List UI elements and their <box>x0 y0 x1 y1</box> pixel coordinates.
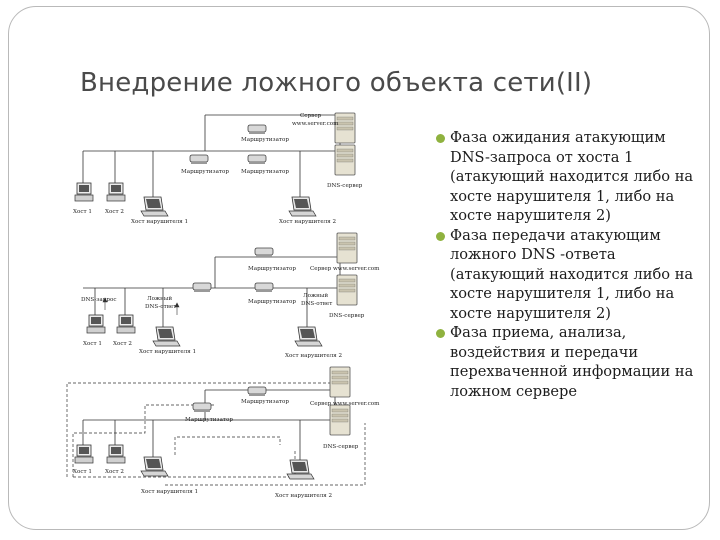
bullet-dot-icon <box>436 231 445 241</box>
phase1-router-a-label: Маршрутизатор <box>241 137 289 143</box>
phase2-router-a-label: Маршрутизатор <box>248 266 296 272</box>
phase1-dns-label: DNS-сервер <box>327 183 363 189</box>
phase1-diagram <box>82 114 341 201</box>
phase2-intruder1-label: Хост нарушителя 1 <box>139 349 196 355</box>
phase1-host2-icon <box>106 182 126 202</box>
bullet-text: Фаза приема, анализа, воздействия и пере… <box>450 324 694 400</box>
phase1-host1-label: Хост 1 <box>73 209 92 215</box>
phase1-host1-icon <box>74 182 94 202</box>
phase1-intruder2-label: Хост нарушителя 2 <box>279 219 336 225</box>
phase1-router-b-label: Маршрутизатор <box>181 169 229 175</box>
phase1-router-icon <box>247 154 267 165</box>
phase2-request-arrows <box>102 297 180 315</box>
phase1-router-icon <box>247 124 267 135</box>
phase2-host1-icon <box>86 314 106 334</box>
phase2-dns-label: DNS-сервер <box>329 313 365 319</box>
phase3-dns-server-icon <box>329 404 351 436</box>
phase2-router-icon <box>254 282 274 293</box>
phase1-server-icon <box>334 112 356 144</box>
bullet-dot-icon <box>436 329 445 338</box>
phase2-host2-label: Хост 2 <box>113 341 132 347</box>
phase2-dns-server-icon <box>336 274 358 306</box>
slide-title: Внедрение ложного объекта сети(II) <box>80 68 593 98</box>
phase1-intruder1-icon <box>140 196 169 217</box>
phase2-server-icon <box>336 232 358 264</box>
phase3-server-label: Сервер www.server.com <box>310 401 380 407</box>
phase2-dns-request-label: DNS-запрос <box>81 297 117 303</box>
bullet-text: Фаза ожидания атакующим DNS-запроса от х… <box>450 129 694 224</box>
bullet-list: Фаза ожидания атакующим DNS-запроса от х… <box>436 128 696 401</box>
phase2-host1-label: Хост 1 <box>83 341 102 347</box>
phase3-router-b-label: Маршрутизатор <box>185 417 233 423</box>
phase3-intruder1-icon <box>140 456 169 477</box>
phase3-intruder2-icon <box>286 459 315 480</box>
slide-frame <box>8 6 710 530</box>
phase2-router-icon <box>192 282 212 293</box>
phase3-host1-icon <box>74 444 94 464</box>
phase1-host2-label: Хост 2 <box>105 209 124 215</box>
network-diagram: Сервер www.server.com Маршрутизатор Марш… <box>66 112 380 499</box>
phase2-fake-dns-label: DNS-ответ <box>301 301 332 307</box>
phase2-fake-dns-label: DNS-ответ <box>145 304 176 310</box>
phase3-router-icon <box>247 386 267 397</box>
phase3-intruder1-label: Хост нарушителя 1 <box>141 489 198 495</box>
phase2-intruder1-icon <box>152 326 181 347</box>
phase2-server-label: Сервер www.server.com <box>310 266 380 272</box>
phase3-router-a-label: Маршрутизатор <box>241 399 289 405</box>
bullet-item: Фаза приема, анализа, воздействия и пере… <box>436 323 696 401</box>
phase3-server-icon <box>329 366 351 398</box>
phase2-intruder2-icon <box>294 326 323 347</box>
phase2-router-icon <box>254 247 274 258</box>
bullet-item: Фаза ожидания атакующим DNS-запроса от х… <box>436 128 696 226</box>
phase2-fake-dns-label: Ложный <box>303 293 328 299</box>
phase3-intruder2-label: Хост нарушителя 2 <box>275 493 332 499</box>
phase3-host1-label: Хост 1 <box>73 469 92 475</box>
phase1-server-host: www.server.com <box>292 121 339 127</box>
phase1-intruder2-icon <box>288 196 317 217</box>
bullet-item: Фаза передачи атакующим ложного DNS -отв… <box>436 226 696 324</box>
phase3-host2-icon <box>106 444 126 464</box>
phase1-dns-server-icon <box>334 144 356 176</box>
bullet-text: Фаза передачи атакующим ложного DNS -отв… <box>450 226 694 322</box>
phase1-router-c-label: Маршрутизатор <box>241 169 289 175</box>
phase2-router-b-label: Маршрутизатор <box>248 299 296 305</box>
bullet-dot-icon <box>436 134 445 143</box>
phase3-host2-label: Хост 2 <box>105 469 124 475</box>
phase3-router-icon <box>192 402 212 413</box>
phase1-router-icon <box>189 154 209 165</box>
phase2-fake-dns-label: Ложный <box>147 296 172 302</box>
phase1-intruder1-label: Хост нарушителя 1 <box>131 219 188 225</box>
phase1-server-label: Сервер <box>300 113 322 119</box>
phase2-intruder2-label: Хост нарушителя 2 <box>285 353 342 359</box>
phase3-dns-label: DNS-сервер <box>323 444 359 450</box>
phase2-host2-icon <box>116 314 136 334</box>
